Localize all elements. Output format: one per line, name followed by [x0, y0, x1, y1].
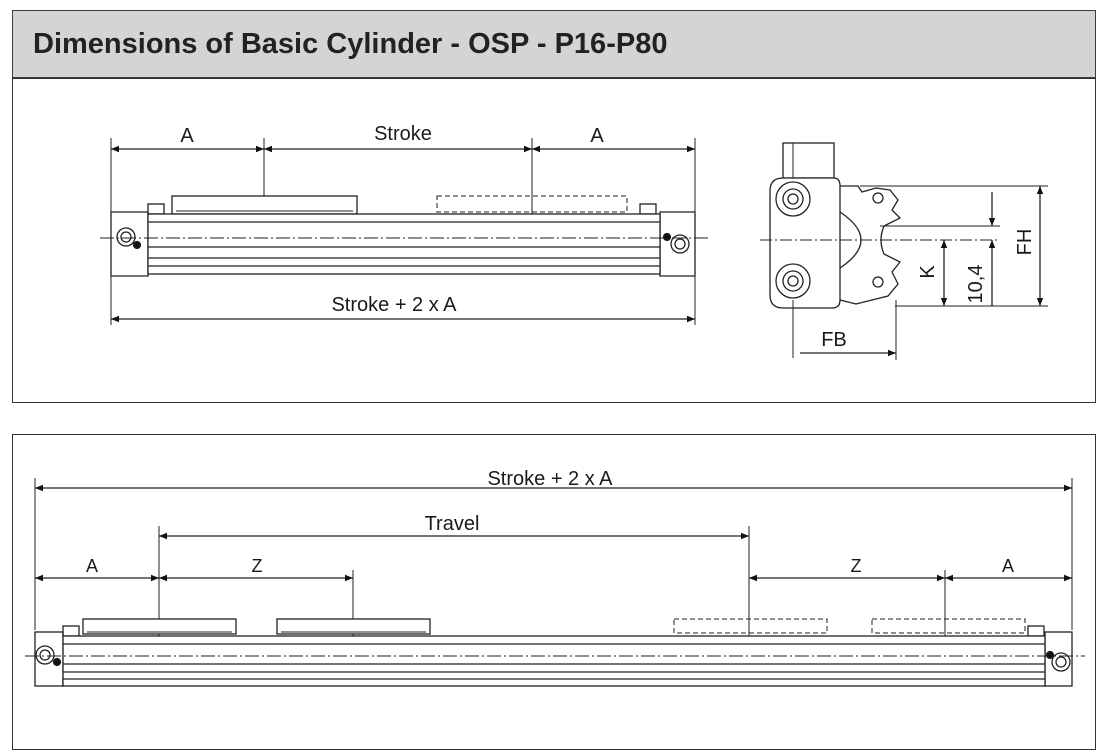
dim-label-k: K [917, 265, 939, 279]
page-title: Dimensions of Basic Cylinder - OSP - P16… [33, 28, 668, 60]
dim-label-fb: FB [821, 329, 847, 351]
dim-label-travel: Travel [425, 513, 480, 535]
dim-label-a-left: A [180, 125, 194, 147]
dim-label-z-right: Z [851, 556, 862, 576]
dim-label-fh: FH [1014, 229, 1036, 256]
dim-label-10-4: 10,4 [965, 265, 987, 304]
cylinder-end-view [760, 142, 1048, 360]
dim-label-stroke: Stroke [374, 123, 432, 145]
cylinder-long-view [25, 478, 1085, 687]
dim-label-total: Stroke + 2 x A [331, 294, 457, 316]
cylinder-side-view [100, 138, 710, 325]
dim-label-a-left-long: A [86, 556, 98, 576]
dim-label-z-left: Z [252, 556, 263, 576]
dim-label-total-long: Stroke + 2 x A [487, 468, 613, 490]
dim-label-a-right-long: A [1002, 556, 1014, 576]
dim-label-a-right: A [590, 125, 604, 147]
title-bar: Dimensions of Basic Cylinder - OSP - P16… [12, 10, 1096, 78]
